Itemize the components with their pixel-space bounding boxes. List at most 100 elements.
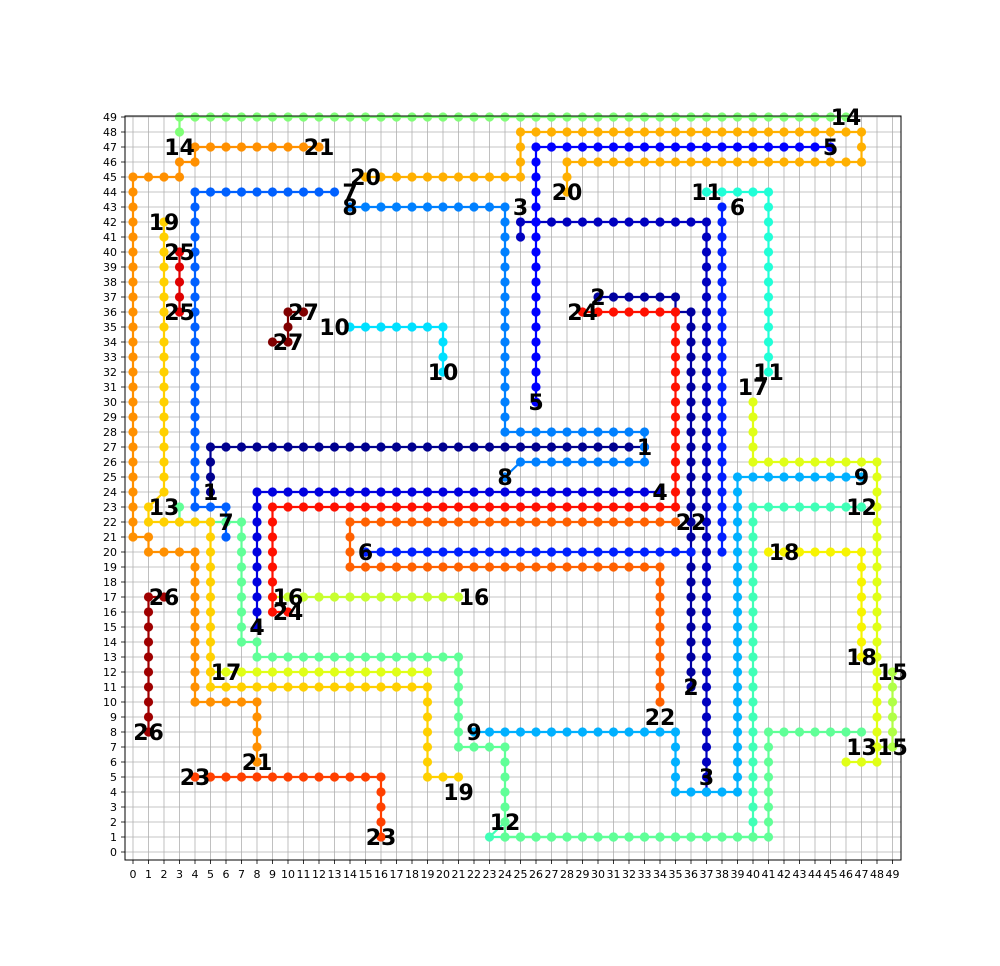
series-point xyxy=(438,202,448,212)
series-point xyxy=(422,757,433,767)
series-point xyxy=(717,112,727,122)
series-point xyxy=(205,652,216,662)
series-point xyxy=(794,157,805,167)
series-point xyxy=(500,262,510,272)
series-point xyxy=(531,112,541,122)
series-point xyxy=(469,562,479,572)
series-point xyxy=(608,457,619,467)
series-point xyxy=(531,232,541,242)
series-point xyxy=(128,277,138,287)
series-point xyxy=(345,562,355,572)
series-point xyxy=(221,667,231,677)
series-point xyxy=(701,472,712,482)
path-label: 12 xyxy=(846,496,877,521)
series-point xyxy=(825,727,836,737)
series-point xyxy=(577,517,588,527)
series-point xyxy=(453,562,464,572)
series-point xyxy=(639,307,650,317)
series-point xyxy=(314,442,324,452)
y-tick-label: 27 xyxy=(103,441,117,454)
series-point xyxy=(655,727,665,737)
path-label: 27 xyxy=(273,331,304,356)
series-point xyxy=(453,742,464,752)
series-point xyxy=(608,442,619,452)
series-point xyxy=(314,667,324,677)
series-point xyxy=(670,322,681,332)
series-point xyxy=(732,592,743,602)
series-point xyxy=(236,112,247,122)
x-tick-label: 27 xyxy=(545,868,559,881)
series-1 xyxy=(205,442,650,497)
series-point xyxy=(608,832,619,842)
series-point xyxy=(267,577,278,587)
series-point xyxy=(205,487,216,497)
series-point xyxy=(252,502,262,512)
series-point xyxy=(748,427,758,437)
series-point xyxy=(717,262,727,272)
series-point xyxy=(655,607,665,617)
y-tick-label: 8 xyxy=(110,726,117,739)
series-point xyxy=(159,247,169,257)
series-point xyxy=(608,307,619,317)
series-point xyxy=(159,517,169,527)
series-point xyxy=(298,667,309,677)
series-point xyxy=(314,592,324,602)
series-point xyxy=(531,382,541,392)
series-point xyxy=(190,307,200,317)
path-label: 14 xyxy=(164,136,195,161)
series-point xyxy=(205,607,216,617)
series-point xyxy=(205,562,216,572)
series-point xyxy=(515,457,526,467)
series-point xyxy=(531,832,541,842)
series-point xyxy=(128,352,138,362)
series-point xyxy=(887,667,898,677)
series-20 xyxy=(360,127,867,197)
series-point xyxy=(500,412,510,422)
series-24 xyxy=(267,307,681,617)
series-point xyxy=(577,427,588,437)
series-point xyxy=(686,517,696,527)
series-point xyxy=(205,112,216,122)
path-label: 19 xyxy=(149,211,180,236)
series-point xyxy=(701,262,712,272)
series-point xyxy=(252,712,262,722)
series-point xyxy=(252,682,262,692)
series-point xyxy=(887,712,898,722)
series-point xyxy=(143,532,154,542)
series-point xyxy=(872,727,882,737)
series-point xyxy=(794,472,805,482)
series-point xyxy=(376,547,386,557)
series-point xyxy=(748,577,758,587)
series-point xyxy=(701,592,712,602)
series-point xyxy=(500,292,510,302)
series-point xyxy=(748,112,758,122)
series-point xyxy=(236,607,247,617)
series-point xyxy=(748,712,758,722)
series-point xyxy=(407,487,417,497)
series-point xyxy=(205,697,216,707)
series-line xyxy=(350,205,646,478)
series-point xyxy=(686,367,696,377)
series-point xyxy=(732,502,743,512)
path-label: 1 xyxy=(203,481,218,506)
series-line xyxy=(519,220,708,792)
series-point xyxy=(562,427,572,437)
series-point xyxy=(376,592,386,602)
series-point xyxy=(298,112,309,122)
series-point xyxy=(531,172,541,182)
path-label: 22 xyxy=(676,511,707,536)
series-point xyxy=(453,697,464,707)
series-point xyxy=(732,127,743,137)
series-point xyxy=(887,697,898,707)
series-point xyxy=(717,787,727,797)
series-point xyxy=(360,202,371,212)
series-point xyxy=(453,592,464,602)
series-point xyxy=(856,127,867,137)
series-point xyxy=(608,727,619,737)
series-point xyxy=(360,682,371,692)
series-point xyxy=(639,442,650,452)
series-point xyxy=(283,187,293,197)
series-point xyxy=(856,577,867,587)
path-label: 21 xyxy=(242,751,273,776)
